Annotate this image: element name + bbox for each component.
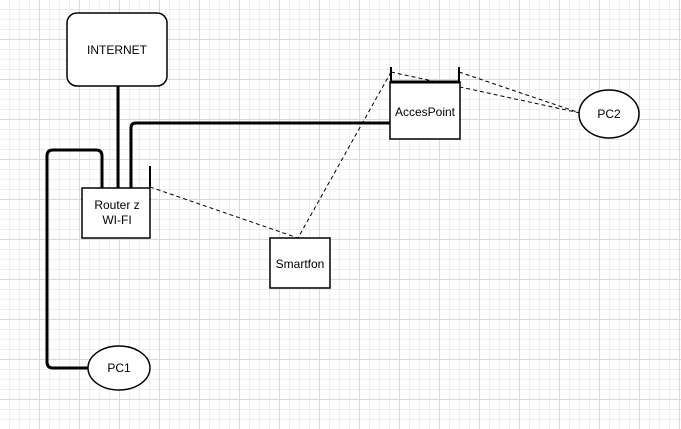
pc2-label: PC2 (597, 107, 621, 121)
link-router-pc1 (45, 148, 104, 370)
node-smartfon[interactable]: Smartfon (269, 237, 331, 289)
pc1-label: PC1 (107, 361, 131, 375)
wifi-router-smartfon (149, 186, 299, 239)
router-label-line2: WI-FI (102, 213, 131, 227)
node-pc1[interactable]: PC1 (87, 345, 151, 391)
wifi-accespoint-smartfon (297, 71, 392, 239)
internet-label: INTERNET (87, 43, 148, 57)
node-internet[interactable]: INTERNET (66, 12, 168, 87)
link-router-accespoint (129, 121, 390, 188)
node-accespoint[interactable]: AccesPoint (389, 67, 461, 140)
wifi-accespoint-pc2-a (390, 71, 581, 114)
accespoint-label: AccesPoint (395, 105, 456, 119)
node-pc2[interactable]: PC2 (578, 89, 640, 139)
router-label-line1: Router z (94, 198, 139, 212)
smartfon-label: Smartfon (276, 257, 325, 271)
wifi-accespoint-pc2-b (458, 71, 581, 114)
node-router[interactable]: Router z WI-FI (81, 166, 151, 239)
